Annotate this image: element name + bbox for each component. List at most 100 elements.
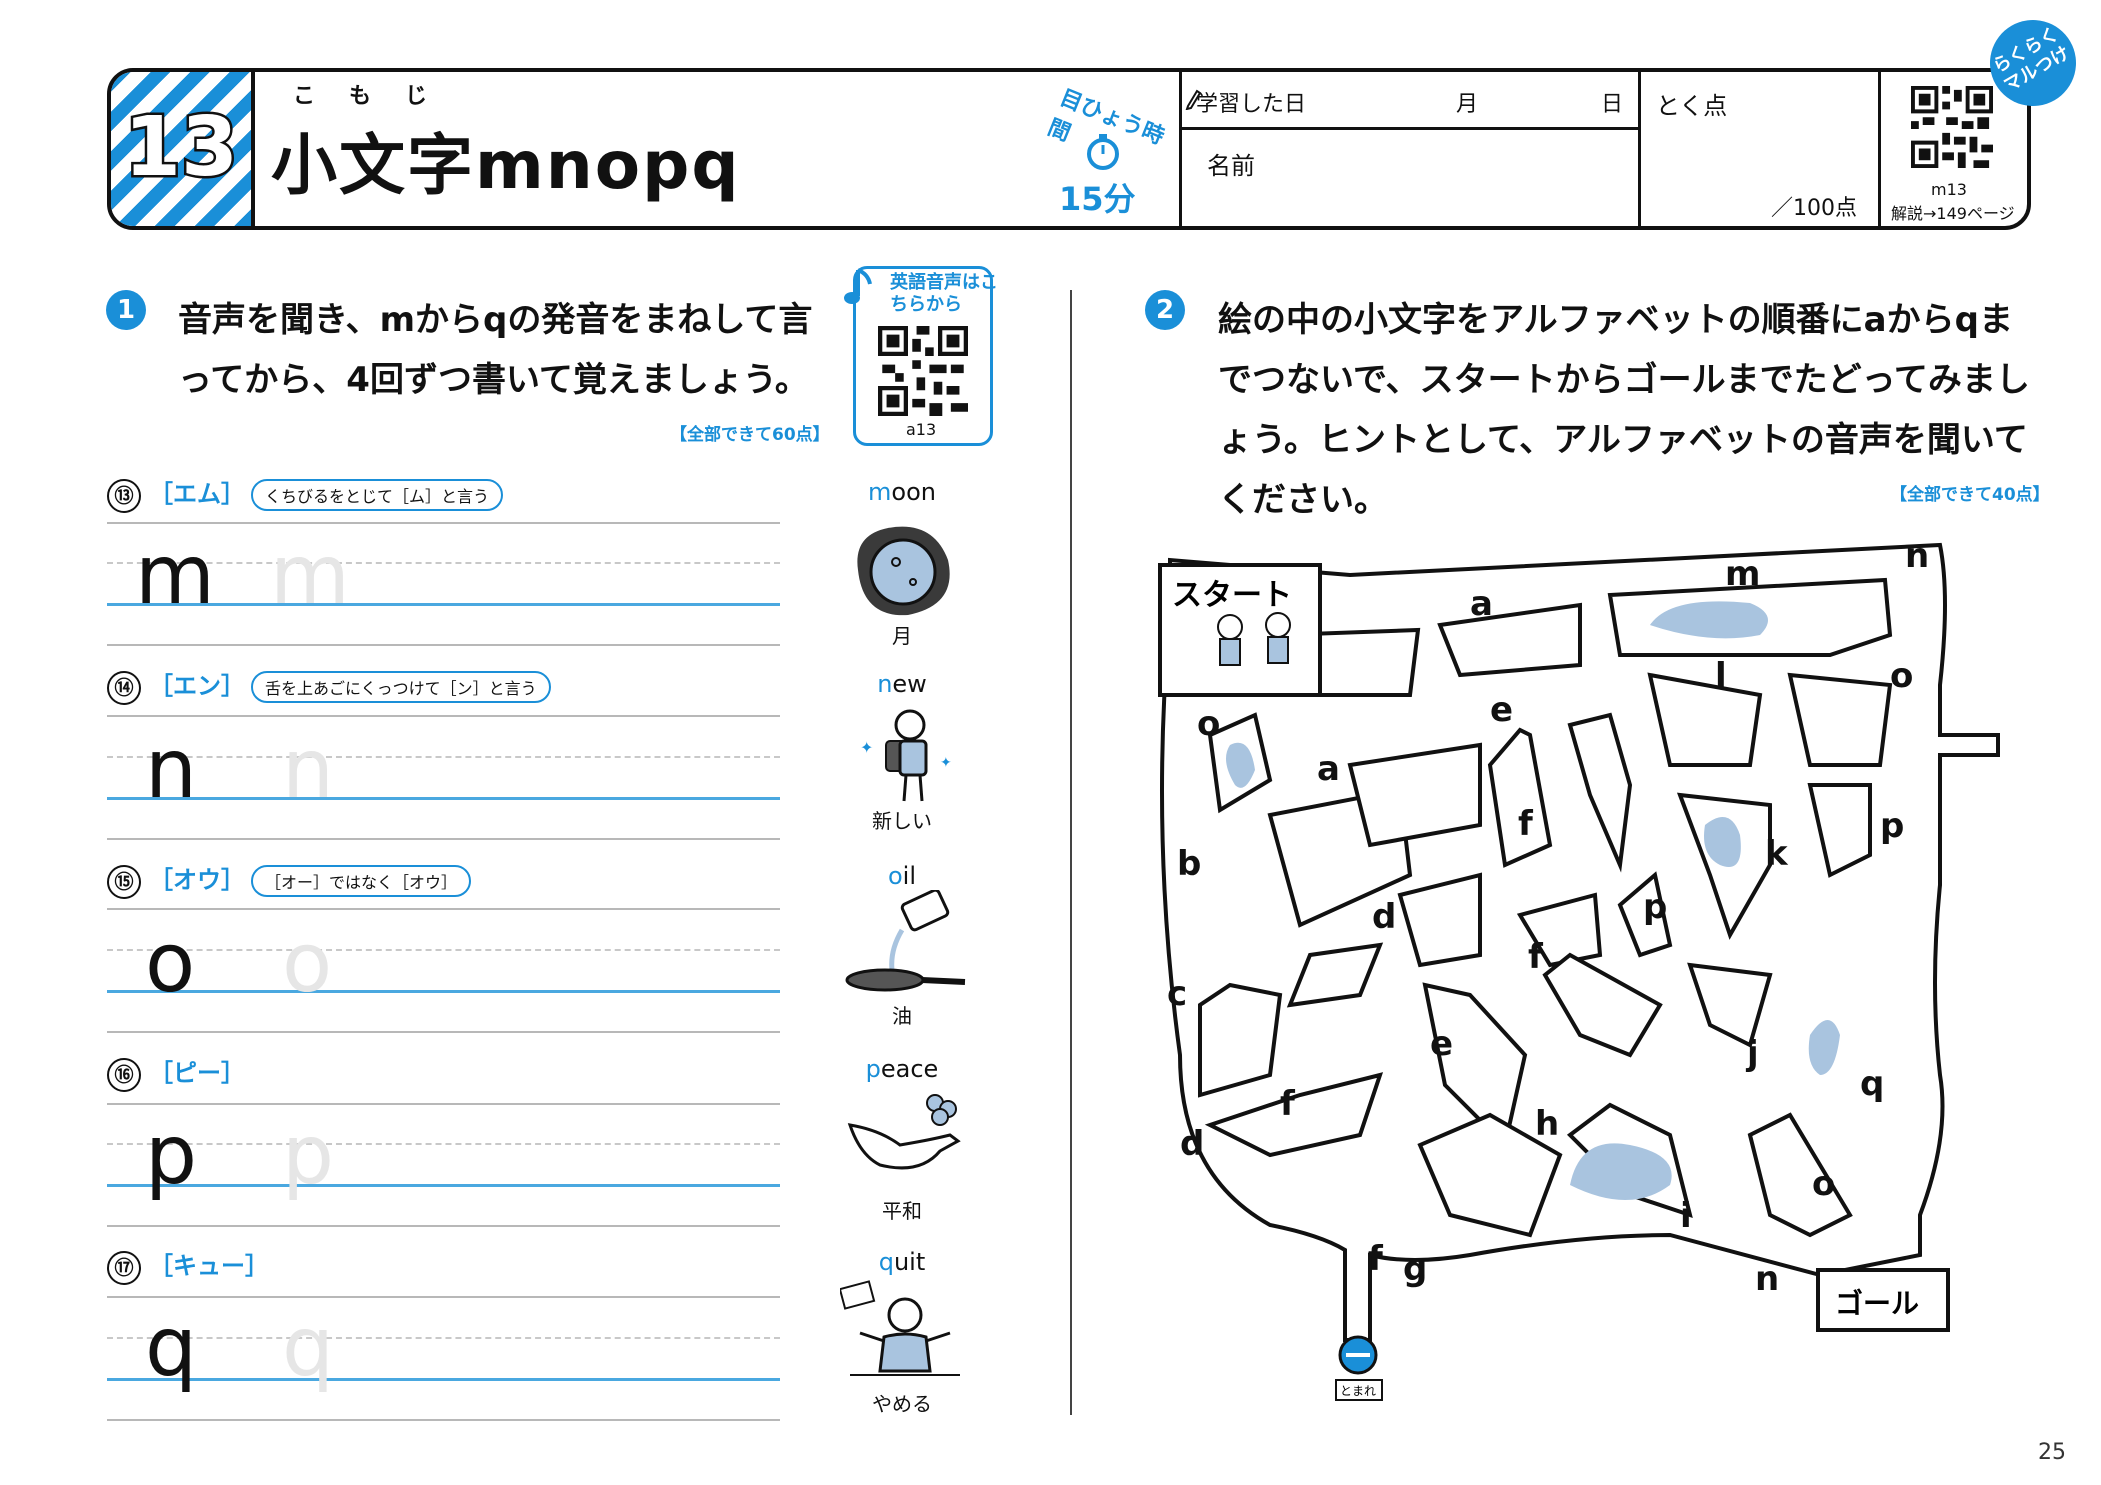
row-number: ⑮ [107, 865, 141, 899]
model-letter-q: q [145, 1300, 198, 1395]
name-label: 名前 [1207, 152, 1255, 180]
page-title: 小文字mnopq [271, 127, 741, 204]
svg-text:a: a [1470, 584, 1493, 624]
goal-time-value: 15分 [1059, 180, 1136, 218]
title-ruby: こもじ [293, 84, 462, 109]
model-letter-m: m [135, 528, 215, 623]
page-number: 25 [2038, 1440, 2066, 1465]
stopwatch-icon [1087, 134, 1119, 170]
svg-text:k: k [1765, 834, 1789, 874]
qr-code-label: m13 [1931, 180, 1967, 199]
audio-label: 英語音声はこちらから [890, 272, 998, 315]
svg-text:スタート: スタート [1172, 578, 1292, 613]
svg-text:f: f [1518, 804, 1534, 844]
stop-sign-icon: とまれ [1335, 1335, 1383, 1401]
trace-letter-m: m [270, 528, 350, 623]
section-2-number: 2 [1145, 290, 1185, 330]
kana-reading: ［オウ］ [149, 866, 245, 894]
section-1-points: 【全部できて60点】 [670, 425, 830, 445]
svg-text:i: i [1680, 1196, 1692, 1236]
svg-text:d: d [1372, 897, 1396, 937]
svg-text:ゴール: ゴール [1835, 1287, 1919, 1320]
answer-page-label: 解説→149ページ [1891, 204, 2015, 223]
score-label: とく点 [1656, 92, 1728, 120]
row-number: ⑬ [107, 479, 141, 513]
month-label: 月 [1456, 92, 1479, 117]
svg-text:o: o [1197, 704, 1220, 744]
svg-text:p: p [1880, 806, 1904, 846]
svg-text:✦: ✦ [860, 738, 873, 757]
unit-number: 13 [121, 98, 240, 198]
maze-goal-box: ゴール [1816, 1268, 1950, 1332]
word-moon: moon [868, 478, 936, 506]
goal-time-box: 目ひょう時間 15分 [1044, 72, 1167, 226]
row-number: ⑭ [107, 671, 141, 705]
letter-row-o-header: ⑮ ［オウ］［オー］ではなく［オウ］ [107, 860, 472, 899]
kana-reading: ［ピー］ [149, 1059, 245, 1087]
caption-quit: やめる [872, 1392, 932, 1416]
svg-text:p: p [1643, 887, 1667, 927]
word-peace: peace [865, 1055, 939, 1083]
svg-text:e: e [1430, 1024, 1453, 1064]
svg-text:h: h [1535, 1104, 1559, 1144]
svg-text:d: d [1180, 1124, 1204, 1164]
svg-text:f: f [1368, 1239, 1384, 1279]
caption-new: 新しい [872, 809, 932, 833]
answer-qr-code[interactable] [1911, 86, 1993, 168]
model-letter-o: o [145, 916, 196, 1011]
word-new: new [877, 670, 927, 698]
model-letter-n: n [145, 722, 197, 817]
model-letter-p: p [145, 1108, 198, 1203]
dove-illustration [847, 1094, 961, 1170]
letter-row-p-header: ⑯ ［ピー］ [107, 1053, 245, 1092]
word-quit: quit [878, 1248, 926, 1276]
row-number: ⑯ [107, 1058, 141, 1092]
svg-text:n: n [1755, 1259, 1779, 1299]
unit-number-badge: 13 [111, 72, 255, 226]
svg-text:o: o [1812, 1164, 1835, 1204]
alphabet-maze[interactable]: スタート ゴール とまれ a m n l o e o a f p b k d p… [1150, 535, 2030, 1415]
kana-reading: ［エム］ [149, 480, 245, 508]
letter-row-q-header: ⑰ ［キュー］ [107, 1246, 269, 1285]
music-note-icon [844, 268, 872, 304]
pronunciation-hint: ［オー］ではなく［オウ］ [251, 865, 472, 897]
moon-illustration [857, 526, 950, 616]
svg-text:f: f [1280, 1084, 1296, 1124]
svg-text:e: e [1490, 690, 1513, 730]
study-date-label: 学習した日 [1196, 92, 1307, 117]
caption-oil: 油 [892, 1004, 912, 1028]
score-max: ／100点 [1771, 196, 1857, 221]
svg-text:o: o [1890, 656, 1913, 696]
trace-letter-o: o [282, 916, 333, 1011]
section-2-instruction: 絵の中の小文字をアルファベットの順番にaからqまでつないで、スタートからゴールま… [1218, 300, 2030, 520]
section-2-points: 【全部できて40点】 [1890, 485, 2050, 505]
word-oil: oil [887, 862, 917, 890]
svg-text:c: c [1167, 974, 1187, 1014]
svg-text:f: f [1528, 937, 1544, 977]
kana-reading: ［キュー］ [149, 1252, 269, 1280]
audio-qr-code[interactable] [878, 326, 968, 416]
worksheet-header: 13 こもじ 小文字mnopq 目ひょう時間 15分 学習した日 月 日 名前 … [107, 68, 2031, 230]
svg-text:✦: ✦ [940, 755, 952, 771]
pronunciation-hint: 舌を上あごにくっつけて［ン］と言う [251, 671, 551, 703]
section-1-number: 1 [106, 290, 146, 330]
pronunciation-hint: くちびるをとじて［ム］と言う [251, 479, 504, 511]
pencil-icon [1185, 89, 1201, 110]
oil-pan-illustration [845, 890, 966, 992]
row-number: ⑰ [107, 1251, 141, 1285]
audio-code: a13 [906, 420, 937, 439]
svg-text:とまれ: とまれ [1340, 1384, 1376, 1398]
svg-text:n: n [1905, 536, 1929, 576]
trace-letter-n: n [282, 722, 334, 817]
schoolchild-illustration: ✦✦ [860, 709, 952, 802]
svg-text:a: a [1317, 749, 1340, 789]
svg-text:g: g [1403, 1249, 1427, 1289]
svg-text:j: j [1745, 1034, 1759, 1074]
svg-text:m: m [1725, 554, 1760, 594]
kana-reading: ［エン］ [149, 672, 245, 700]
section-1-instruction: 音声を聞き、mからqの発音をまねして言ってから、4回ずつ書いて覚えましょう。 [178, 300, 813, 400]
quitting-child-illustration [840, 1280, 960, 1376]
day-label: 日 [1601, 92, 1624, 117]
trace-letter-q: q [282, 1300, 335, 1395]
column-divider [1070, 290, 1072, 1415]
